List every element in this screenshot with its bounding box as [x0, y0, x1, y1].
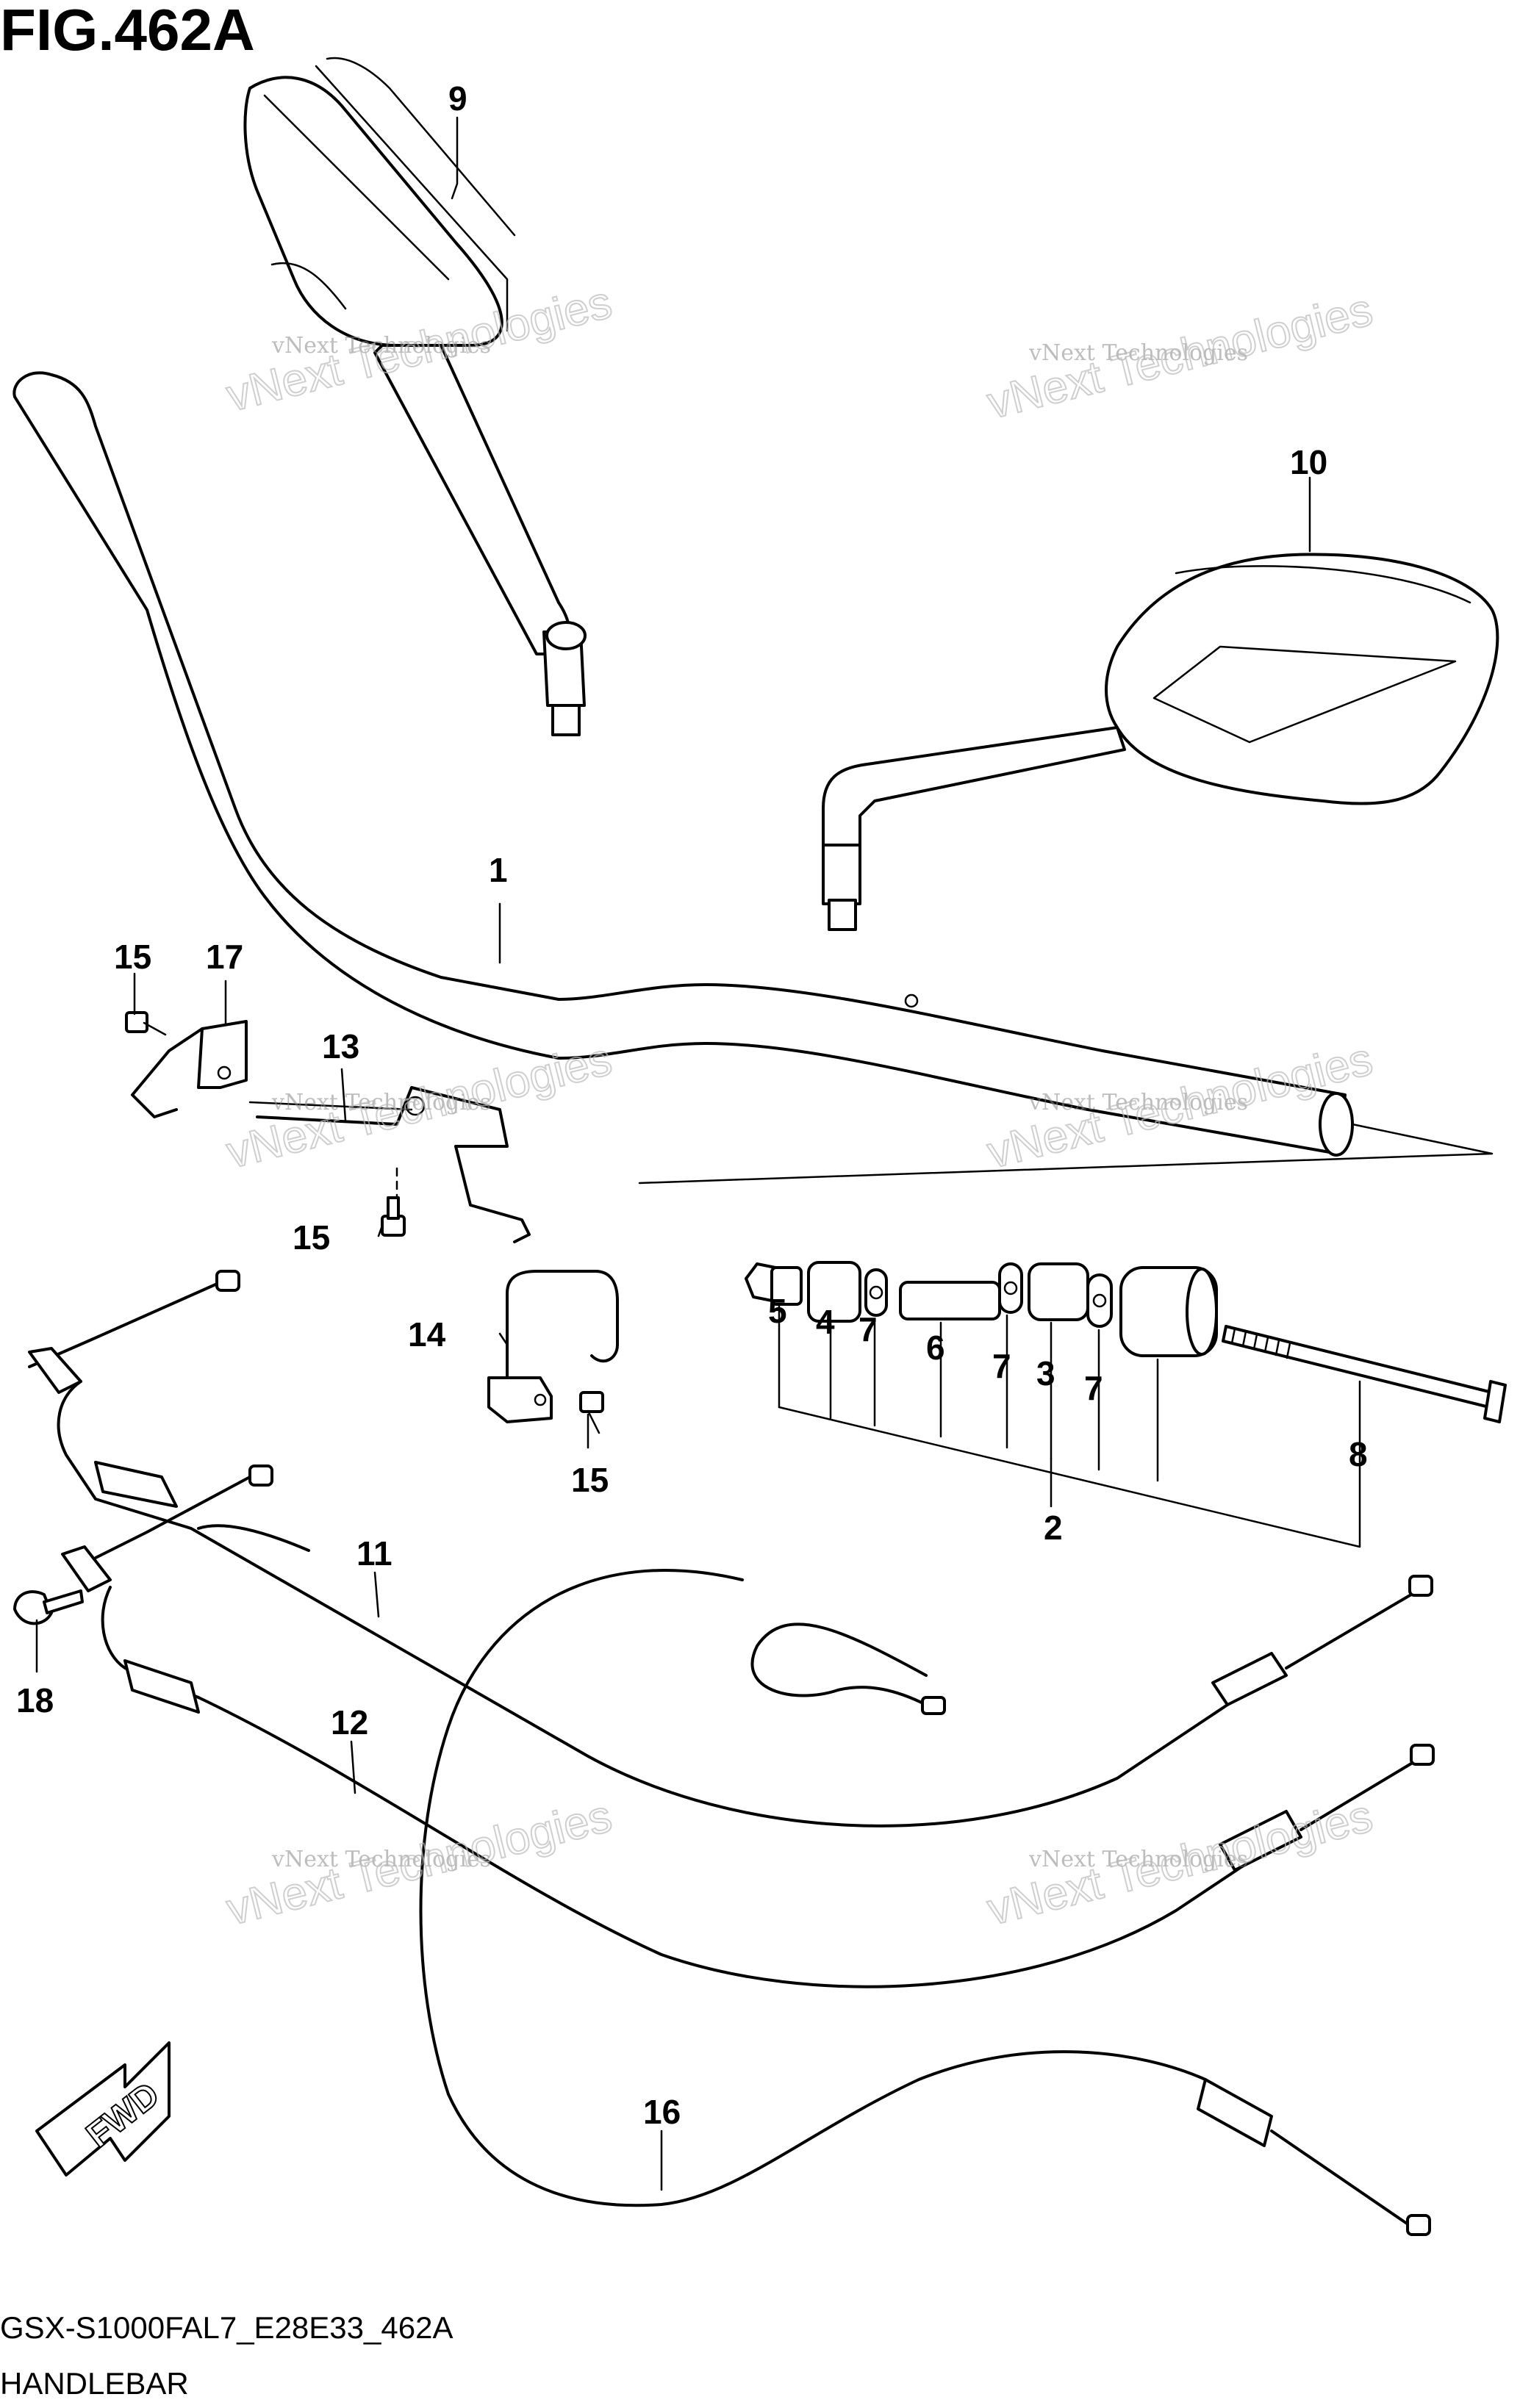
svg-text:vNext Technologies: vNext Technologies [1028, 1090, 1248, 1115]
svg-text:vNext Technologies: vNext Technologies [1028, 1847, 1248, 1872]
callout-7a: 7 [858, 1310, 878, 1348]
part-16-cable[interactable] [419, 1569, 1431, 2236]
model-code: GSX-S1000FAL7_E28E33_462A [0, 2310, 453, 2345]
callout-7c: 7 [1084, 1369, 1103, 1407]
part-11-throttle-cable[interactable] [28, 1270, 1433, 1827]
callout-15c: 15 [571, 1461, 609, 1499]
part-15-bolt-a[interactable] [125, 1011, 167, 1036]
callout-15b: 15 [293, 1218, 330, 1257]
watermark-2: vNext Technologies vNext Technologies [982, 284, 1378, 430]
part-3-spacer[interactable] [1028, 1262, 1089, 1321]
part-8-screw[interactable] [1222, 1325, 1507, 1423]
part-15-bolt-c[interactable] [579, 1391, 604, 1434]
svg-text:vNext Technologies: vNext Technologies [271, 1847, 491, 1872]
figure-title: FIG.462A [0, 0, 255, 62]
callout-12: 12 [331, 1703, 368, 1742]
part-9-left-mirror[interactable] [243, 57, 587, 736]
callout-11: 11 [356, 1534, 392, 1573]
part-7-washer-c[interactable] [1086, 1273, 1113, 1328]
part-6-tube[interactable] [899, 1281, 1001, 1320]
svg-text:vNext Technologies: vNext Technologies [271, 1090, 491, 1115]
part-7-washer-b[interactable] [998, 1262, 1023, 1314]
callout-4: 4 [816, 1303, 835, 1341]
watermark-5: vNext Technologies vNext Technologies [221, 1790, 617, 1936]
watermark-6: vNext Technologies vNext Technologies [982, 1790, 1378, 1936]
part-15-bolt-b[interactable] [381, 1196, 406, 1237]
svg-text:vNext Technologies: vNext Technologies [271, 333, 491, 359]
callout-9: 9 [448, 79, 467, 118]
part-2-balancer-weight[interactable] [1119, 1266, 1218, 1357]
callout-8: 8 [1349, 1435, 1368, 1473]
callout-16: 16 [643, 2093, 681, 2131]
part-7-washer-a[interactable] [864, 1268, 888, 1317]
part-5-bolt[interactable] [745, 1262, 803, 1306]
svg-text:vNext Technologies: vNext Technologies [1028, 340, 1248, 366]
callout-17: 17 [206, 938, 243, 976]
part-13-wire-guide[interactable] [248, 1086, 531, 1243]
part-17-clamp[interactable] [131, 1020, 248, 1118]
callout-5: 5 [768, 1292, 787, 1330]
callout-3: 3 [1036, 1354, 1055, 1392]
section-name: HANDLEBAR [0, 2366, 189, 2401]
callout-15a: 15 [114, 938, 151, 976]
part-12-throttle-cable[interactable] [61, 1464, 1435, 1988]
part-4-spacer[interactable] [807, 1261, 861, 1323]
leader-lines [35, 116, 1311, 2191]
callout-14: 14 [408, 1315, 446, 1354]
part-18-screw[interactable] [13, 1589, 84, 1625]
part-10-right-mirror[interactable] [822, 553, 1499, 931]
callout-6: 6 [926, 1329, 945, 1367]
fwd-arrow-icon: FWD [35, 2041, 171, 2177]
callout-2: 2 [1044, 1509, 1063, 1547]
watermark-3: vNext Technologies vNext Technologies [221, 1033, 617, 1179]
callout-13: 13 [322, 1027, 359, 1065]
part-1-handlebar[interactable] [12, 371, 1494, 1185]
callout-7b: 7 [992, 1347, 1011, 1385]
callout-1: 1 [489, 851, 508, 889]
callout-10: 10 [1290, 443, 1327, 481]
callout-18: 18 [16, 1681, 54, 1719]
part-14-clamp[interactable] [487, 1270, 619, 1423]
